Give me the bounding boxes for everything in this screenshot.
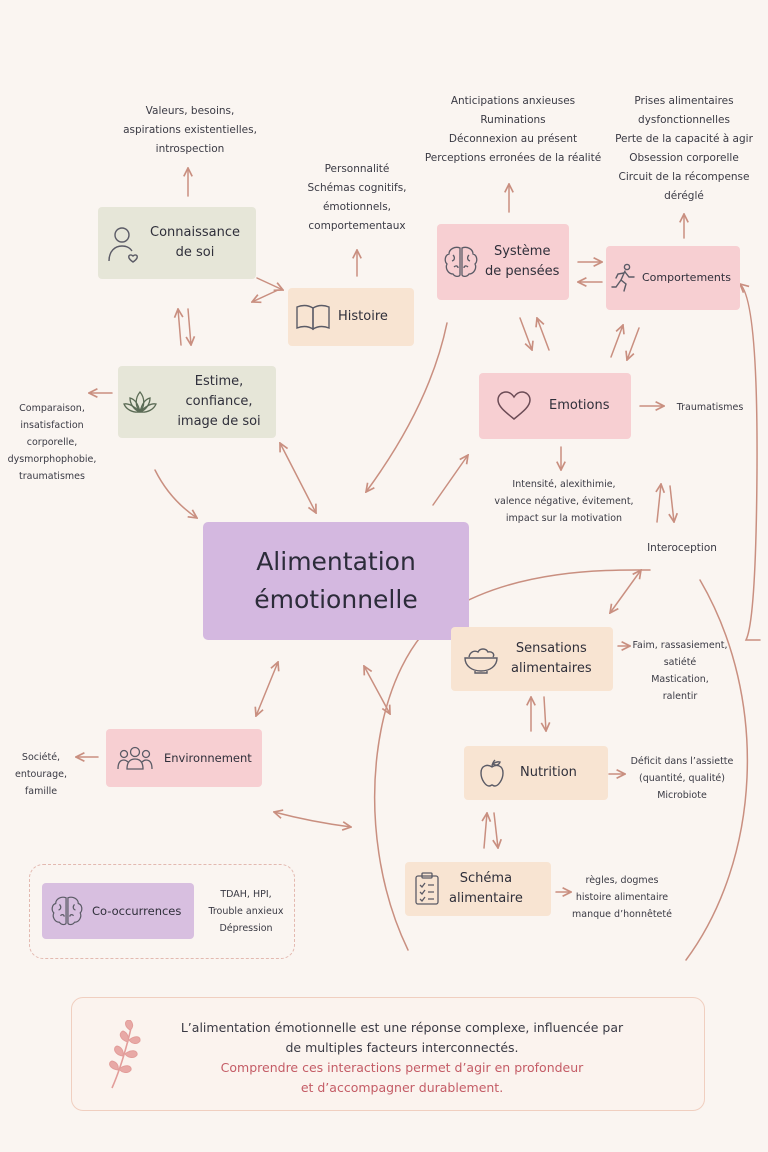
note-traumatismes: Traumatismes bbox=[676, 402, 744, 413]
apple-icon bbox=[464, 759, 520, 787]
arrow-histoire-center bbox=[280, 443, 316, 513]
arrow-sensations-interoception bbox=[610, 570, 641, 613]
cooccurrences-frame bbox=[29, 864, 295, 959]
arrow-connaissance-estime bbox=[188, 308, 191, 345]
node-estime-label: Estime, confiance, image de soi bbox=[177, 374, 261, 429]
node-sensations-alimentaires: Sensations alimentaires bbox=[451, 627, 613, 691]
group-icon bbox=[106, 745, 164, 771]
center-node-alimentation-emotionnelle: Alimentation émotionnelle bbox=[203, 522, 469, 640]
footer-summary: L’alimentation émotionnelle est une répo… bbox=[71, 997, 705, 1111]
arrow-emotions-systeme bbox=[537, 318, 550, 351]
node-schema-label: Schéma alimentaire bbox=[449, 871, 523, 906]
node-cooccurrences-label: Co-occurrences bbox=[92, 904, 182, 918]
footer-line-2: Comprendre ces interactions permet d’agi… bbox=[220, 1060, 584, 1095]
arrow-comportements-sensations-path bbox=[740, 284, 761, 641]
node-estime: Estime, confiance, image de soi bbox=[118, 366, 276, 438]
node-sensations-label: Sensations alimentaires bbox=[511, 641, 592, 676]
node-histoire: Histoire bbox=[288, 288, 414, 346]
center-title-line-2: émotionnelle bbox=[254, 585, 418, 614]
lotus-icon bbox=[118, 388, 162, 416]
brain-icon bbox=[42, 895, 92, 927]
arrow-estime-connaissance bbox=[178, 309, 181, 346]
note-societe: Société,entourage,famille bbox=[14, 752, 68, 797]
note-deficit: Déficit dans l’assiette(quantité, qualit… bbox=[630, 756, 734, 801]
note-interoception: Interoception bbox=[647, 542, 717, 554]
node-emotions: Emotions bbox=[479, 373, 631, 439]
arrow-connaissance-histoire bbox=[256, 277, 283, 290]
checklist-icon bbox=[405, 872, 449, 906]
note-intensite: Intensité, alexithimie,valence négative,… bbox=[494, 479, 634, 524]
note-valeurs: Valeurs, besoins,aspirations existentiel… bbox=[123, 105, 257, 155]
node-nutrition-label: Nutrition bbox=[520, 765, 577, 780]
node-systeme-label: Système de pensées bbox=[485, 244, 560, 279]
node-comportements: Comportements bbox=[606, 246, 740, 310]
arrow-nutrition-schema bbox=[494, 812, 498, 848]
node-cooccurrences: Co-occurrences bbox=[42, 883, 194, 939]
node-comportements-label: Comportements bbox=[642, 271, 731, 284]
person-heart-icon bbox=[98, 223, 150, 263]
bowl-icon bbox=[451, 644, 511, 674]
arrow-center-emotions bbox=[432, 455, 468, 506]
arrow-center-sensations bbox=[364, 666, 390, 714]
node-connaissance-de-soi: Connaissance de soi bbox=[98, 207, 256, 279]
open-book-icon bbox=[288, 303, 338, 331]
footer-line-1: L’alimentation émotionnelle est une répo… bbox=[180, 1020, 624, 1055]
node-nutrition: Nutrition bbox=[464, 746, 608, 800]
node-systeme-de-pensees: Système de pensées bbox=[437, 224, 569, 300]
node-environnement: Environnement bbox=[106, 729, 262, 787]
arrow-schema-nutrition bbox=[484, 813, 487, 849]
node-connaissance-label: Connaissance de soi bbox=[150, 225, 240, 260]
cluster-arc-right bbox=[685, 579, 749, 961]
arrow-comportements-emotions bbox=[627, 327, 640, 360]
brain-icon bbox=[437, 245, 485, 279]
leaf-branch-icon bbox=[102, 1019, 146, 1094]
arrow-histoire-connaissance bbox=[252, 289, 279, 302]
arrow-environnement-cluster bbox=[274, 812, 351, 827]
arrow-sensations-nutrition bbox=[544, 696, 546, 731]
center-title-line-1: Alimentation bbox=[256, 547, 416, 576]
node-environnement-label: Environnement bbox=[164, 751, 252, 765]
arrow-systeme-center bbox=[366, 322, 448, 492]
node-schema-alimentaire: Schéma alimentaire bbox=[405, 862, 551, 916]
arrow-emotions-comportements bbox=[610, 325, 623, 358]
node-histoire-label: Histoire bbox=[338, 309, 388, 324]
running-person-icon bbox=[606, 263, 642, 293]
arrow-emotions-interoception bbox=[670, 485, 674, 522]
arrow-center-environnement bbox=[256, 662, 278, 716]
arrow-systeme-emotions bbox=[519, 317, 532, 350]
arrow-estime-center bbox=[154, 469, 197, 518]
heart-icon bbox=[479, 391, 549, 421]
arrow-interoception-emotions bbox=[657, 484, 661, 523]
node-emotions-label: Emotions bbox=[549, 398, 610, 413]
